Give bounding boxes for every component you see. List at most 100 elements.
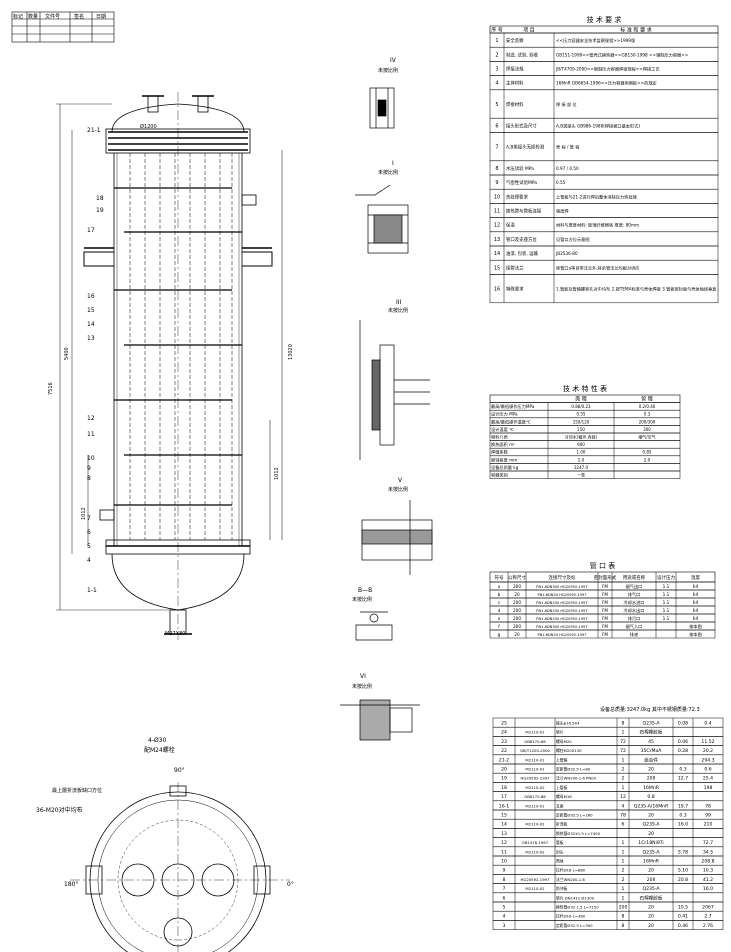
bolt-note: 4-Ø30 — [148, 737, 167, 744]
cell-w2: 210 — [704, 822, 713, 828]
cell-sym: b — [498, 592, 501, 597]
row-shell: 150 — [577, 427, 585, 432]
cell-sym: g — [498, 632, 501, 637]
cell-qty: 8 — [622, 721, 625, 727]
balloon: 19 — [96, 207, 104, 214]
cell-sym: d — [498, 608, 501, 613]
cell-v1: 1.1 — [663, 616, 670, 621]
cell-std: PN1.6DN300 HG20592-1997 — [536, 625, 587, 629]
cell-w2: 2.76 — [703, 923, 713, 929]
cell-code: M2110-02 — [525, 785, 545, 790]
cell-w1: 12.7 — [678, 776, 688, 782]
cell-no: 9 — [503, 868, 506, 874]
row-item: 设计温度 ℃ — [491, 426, 514, 433]
cell-w2: 41.2 — [703, 877, 713, 883]
cell-w2: 78 — [705, 803, 711, 809]
cell-code: GB6170-86 — [524, 794, 546, 799]
view-vi-label: VI — [360, 673, 366, 680]
row-no: 16 — [494, 287, 500, 293]
cell-use: 烟气入口 — [626, 623, 643, 630]
dim-d2: 1012 — [274, 467, 280, 480]
row-shell: 150/120 — [573, 419, 590, 424]
cell-code: M2110-01 — [525, 767, 545, 772]
cell-name: 换热管Ø32X1.5 L=7400 — [556, 831, 601, 836]
row-std: 0.97 / 0.50 — [556, 166, 579, 171]
label-ring: M27X80 — [165, 631, 185, 637]
cell-mat: 20 — [648, 868, 654, 874]
cell-code: M2110-02 — [525, 886, 545, 891]
cell-dn: 200 — [513, 608, 521, 613]
cell-sym: c — [498, 600, 501, 605]
row-shell: 0.88/0.23 — [571, 404, 591, 409]
row-std: GB151-1999<<管壳式换热器>>GB150-1998 <<钢制压力容器>… — [556, 51, 689, 58]
cell-no: 25 — [501, 721, 507, 727]
cell-use: 排气口 — [628, 591, 641, 598]
cell-no: 24 — [501, 730, 507, 736]
detail-view-vi — [340, 699, 420, 741]
cell-w2: 2067 — [702, 905, 714, 911]
row-item: 设备总质量 kg — [491, 464, 519, 471]
cell-mat: 1Cr18Ni9Ti — [638, 840, 663, 846]
label-top-nozzle: Ø1200 — [140, 123, 157, 130]
cell-w2: 11.52 — [701, 739, 714, 745]
nozzle-table-title: 管 口 表 — [590, 561, 615, 570]
row-item: 保温 — [506, 222, 515, 229]
row-item: 最高/最低操作压力MPa — [491, 403, 535, 410]
cell-mat: 20 — [648, 831, 654, 837]
row-std: A,B类接头 GB986-1988(焊接坡口基本形式) — [556, 122, 640, 129]
balloon: 5 — [87, 543, 91, 550]
row-no: 14 — [494, 251, 500, 257]
view-vi-scale: 未按比例 — [352, 683, 372, 690]
row-no: 9 — [495, 180, 498, 186]
cell-no: 17 — [501, 794, 507, 800]
row-item: 气密性试验MPa — [506, 179, 537, 186]
row-item: 特殊要求 — [506, 286, 524, 293]
cell-no: 4 — [503, 914, 506, 920]
cell-w1: 19.7 — [678, 803, 688, 809]
cell-mat: 45 — [648, 739, 654, 745]
row-item: 物料介质 — [491, 434, 508, 441]
cell-no: 5 — [503, 905, 506, 911]
cell-name: 防冲板 — [556, 886, 568, 891]
cell-qty: 1 — [622, 730, 625, 736]
cell-name: 定距管Ø32.5 L=300 — [556, 923, 593, 928]
row-item: 油漆, 包装, 运输 — [506, 250, 539, 257]
balloon: 21-1 — [87, 127, 101, 134]
cell-code: M2110-01 — [525, 757, 545, 762]
cell-use: 排液 — [630, 631, 639, 638]
row-no: 5 — [495, 102, 498, 108]
cell-std: PN1.6DN20 HG20592-1997 — [537, 633, 586, 637]
cell-no: 8 — [503, 877, 506, 883]
cell-no: 11 — [501, 849, 507, 855]
rev-header-date: 日期 — [96, 14, 106, 20]
angle-top: 90° — [174, 767, 185, 774]
row-item: 换热管与管板连接 — [506, 208, 542, 215]
col-header: 公称尺寸 — [508, 574, 526, 581]
cell-no: 23 — [501, 739, 507, 745]
cell-mat: 20 — [648, 813, 654, 819]
row-std: <<压力容器安全技术监察规程>>1999版 — [556, 37, 636, 44]
cell-sym: a — [498, 584, 501, 589]
row-std: 材料与厚度材料: 玻璃纤维棉毡 厚度: 80mm — [556, 222, 639, 229]
cell-name: 管板 — [556, 840, 564, 845]
cell-face: FM — [602, 624, 608, 629]
tech-req-title: 技 术 要 求 — [587, 15, 622, 24]
cell-w1: 0.3 — [679, 813, 686, 819]
table-row — [489, 629, 716, 639]
row-item: 焊接法规 — [506, 66, 524, 73]
cell-no: 3 — [503, 923, 506, 929]
note-bolts: 36-M20对中均布 — [36, 806, 83, 814]
row-no: 2 — [495, 52, 498, 58]
detail-view-i — [355, 184, 409, 254]
cell-dn: 300 — [513, 624, 521, 629]
cell-face: FM — [602, 592, 608, 597]
cell-name: 上管板 — [556, 785, 568, 790]
cell-face: FM — [602, 616, 608, 621]
cell-v2: Ⅱ-Ⅱ — [693, 584, 699, 589]
char-table-title: 技 术 特 性 表 — [563, 384, 607, 393]
balloon: 4 — [87, 557, 91, 564]
row-no: 3 — [495, 67, 498, 73]
